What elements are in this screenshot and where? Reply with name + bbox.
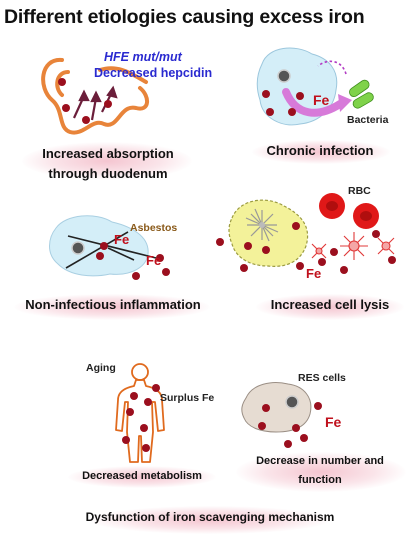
caption-absorption-line2: through duodenum	[48, 166, 168, 181]
fe-label: Fe	[114, 232, 130, 247]
nucleus-icon	[285, 395, 299, 409]
iron-dot	[340, 266, 348, 274]
iron-dot	[122, 436, 130, 444]
page-title: Different etiologies causing excess iron	[4, 6, 365, 28]
iron-dot	[292, 222, 300, 230]
iron-dot	[314, 402, 322, 410]
aging-label: Aging	[86, 362, 116, 374]
caption-glow	[22, 142, 192, 180]
rbc-label: RBC	[348, 185, 371, 197]
iron-dot	[300, 434, 308, 442]
iron-dot	[130, 392, 138, 400]
iron-dot	[288, 108, 296, 116]
caption-infection: Chronic infection	[266, 143, 374, 158]
caption-glow	[236, 452, 406, 492]
caption-absorption-line1: Increased absorption	[42, 146, 174, 161]
rbc-icon	[319, 193, 379, 229]
bacteria-label: Bacteria	[347, 114, 389, 126]
caption-glow	[14, 294, 210, 320]
iron-dot	[162, 268, 170, 276]
iron-dot	[262, 90, 270, 98]
asbestos-label: Asbestos	[130, 222, 178, 234]
iron-dot	[156, 254, 164, 262]
iron-dot	[144, 398, 152, 406]
gene-label: HFE mut/mut	[104, 50, 182, 64]
iron-dot	[240, 264, 248, 272]
iron-dot	[244, 242, 252, 250]
caption-res-line1: Decrease in number and	[256, 455, 384, 467]
caption-glow	[68, 466, 216, 488]
iron-dot	[372, 230, 380, 238]
caption-glow	[256, 294, 404, 320]
iron-dot	[262, 246, 270, 254]
iron-dot	[104, 100, 112, 108]
caption-res-line2: function	[298, 474, 342, 486]
fe-label: Fe	[313, 92, 330, 108]
iron-dot	[258, 422, 266, 430]
caption-metabolism: Decreased metabolism	[82, 470, 202, 482]
iron-dot	[266, 108, 274, 116]
fe-label: Fe	[146, 253, 162, 268]
iron-dot	[296, 262, 304, 270]
fe-label: Fe	[306, 266, 322, 281]
iron-dot	[296, 92, 304, 100]
nucleus-icon	[277, 69, 291, 83]
iron-dot	[140, 424, 148, 432]
iron-dot	[292, 424, 300, 432]
caption-glow	[252, 140, 390, 164]
hepcidin-label: Decreased hepcidin	[94, 66, 213, 80]
iron-dot	[388, 256, 396, 264]
iron-dot	[330, 248, 338, 256]
iron-dot	[62, 104, 70, 112]
surplus-label: Surplus Fe	[160, 392, 215, 404]
nucleus-icon	[71, 241, 85, 255]
iron-dot	[142, 444, 150, 452]
iron-dot	[96, 252, 104, 260]
bacteria-icon	[349, 79, 374, 109]
iron-dot	[152, 384, 160, 392]
iron-dot	[216, 238, 224, 246]
caption-inflammation: Non-infectious inflammation	[25, 297, 201, 312]
bottom-caption: Dysfunction of iron scavenging mechanism	[85, 510, 335, 524]
iron-dot	[126, 408, 134, 416]
res-label: RES cells	[298, 372, 346, 384]
iron-dot	[100, 242, 108, 250]
caption-glow	[90, 506, 330, 534]
iron-dot	[284, 440, 292, 448]
fe-label: Fe	[325, 414, 342, 430]
iron-dot	[262, 404, 270, 412]
lysed-rbc-icon	[311, 232, 395, 260]
iron-dot	[82, 116, 90, 124]
iron-dot	[318, 258, 326, 266]
caption-lysis: Increased cell lysis	[270, 297, 390, 312]
iron-dot	[58, 78, 66, 86]
iron-dot	[132, 272, 140, 280]
